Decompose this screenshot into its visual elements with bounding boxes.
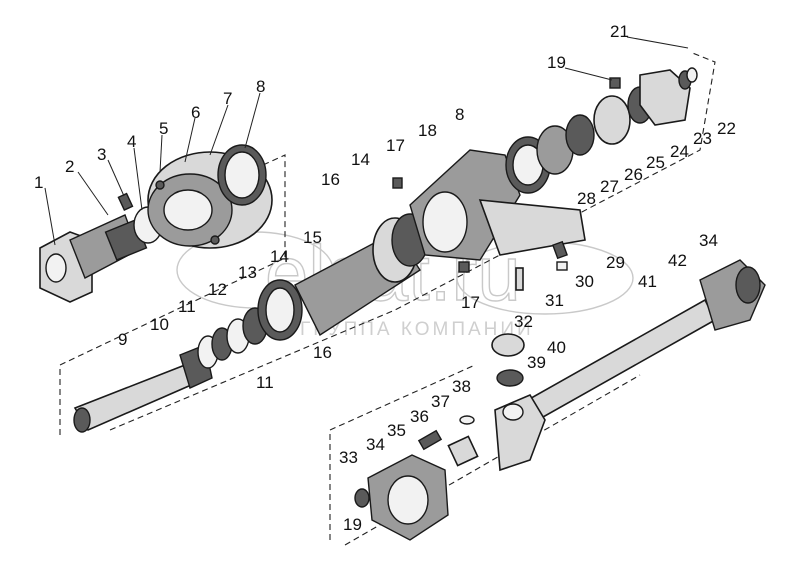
part-propeller-shaft [508,259,766,432]
axis-main-frame [109,51,716,431]
axis-lower-base [344,374,641,546]
part-plug-cap [491,333,525,387]
callout-19-bottom: 19 [343,515,362,534]
callout-36: 36 [410,407,429,426]
part-seal-ring-left [217,144,267,206]
watermark-subtitle: ГРУППА КОМПАНИЙ [300,318,534,340]
callout-29: 29 [606,253,625,272]
callout-41: 41 [638,272,657,291]
callout-30: 30 [575,272,594,291]
callout-6: 6 [191,103,200,122]
part-washer-stack [197,307,268,369]
callout-18: 18 [418,121,437,140]
callout-9: 9 [118,330,127,349]
part-yoke-flange [354,393,546,541]
callout-12: 12 [208,280,227,299]
part-axle-housing [409,149,586,261]
callout-8-left: 8 [256,77,265,96]
callout-22: 22 [717,119,736,138]
callout-24: 24 [670,142,689,161]
callout-13: 13 [238,263,257,282]
callout-14-right: 14 [351,150,370,169]
part-fasteners-mid [392,177,568,291]
callout-17-bottom: 17 [461,293,480,312]
callout-32: 32 [514,312,533,331]
callout-17-top: 17 [386,136,405,155]
callout-5: 5 [159,119,168,138]
part-bearing-stack-right [505,86,653,194]
callout-labels: 1 2 3 4 5 6 7 8 8 9 10 11 11 12 13 14 14… [34,22,736,534]
callout-1: 1 [34,173,43,192]
part-flange-sleeve [39,214,148,303]
callout-11-bottom: 11 [256,373,274,392]
callout-16-top: 16 [321,170,340,189]
callout-15: 15 [303,228,322,247]
callout-34-bottom: 34 [366,435,385,454]
part-end-flange [609,67,698,126]
callout-3: 3 [97,145,106,164]
callout-16-bottom: 16 [313,343,332,362]
callout-35: 35 [387,421,406,440]
callout-40: 40 [547,338,566,357]
callout-25: 25 [646,153,665,172]
callout-23: 23 [693,129,712,148]
callout-21: 21 [610,22,629,41]
callout-8-right: 8 [455,105,464,124]
callout-42: 42 [668,251,687,270]
callout-34-top: 34 [699,231,718,250]
axis-lower-frame [329,364,476,540]
callout-38: 38 [452,377,471,396]
callout-33: 33 [339,448,358,467]
callout-26: 26 [624,165,643,184]
callout-4: 4 [127,132,136,151]
callout-19-top: 19 [547,53,566,72]
callout-27: 27 [600,177,619,196]
callout-31: 31 [545,291,564,310]
part-splined-shaft [73,344,213,433]
callout-37: 37 [431,392,450,411]
callout-7: 7 [223,89,232,108]
callout-10: 10 [150,315,169,334]
callout-14-left: 14 [270,247,289,266]
callout-39: 39 [527,353,546,372]
callout-28: 28 [577,189,596,208]
callout-11-top: 11 [178,297,196,316]
leader-lines [44,36,689,246]
callout-2: 2 [65,157,74,176]
